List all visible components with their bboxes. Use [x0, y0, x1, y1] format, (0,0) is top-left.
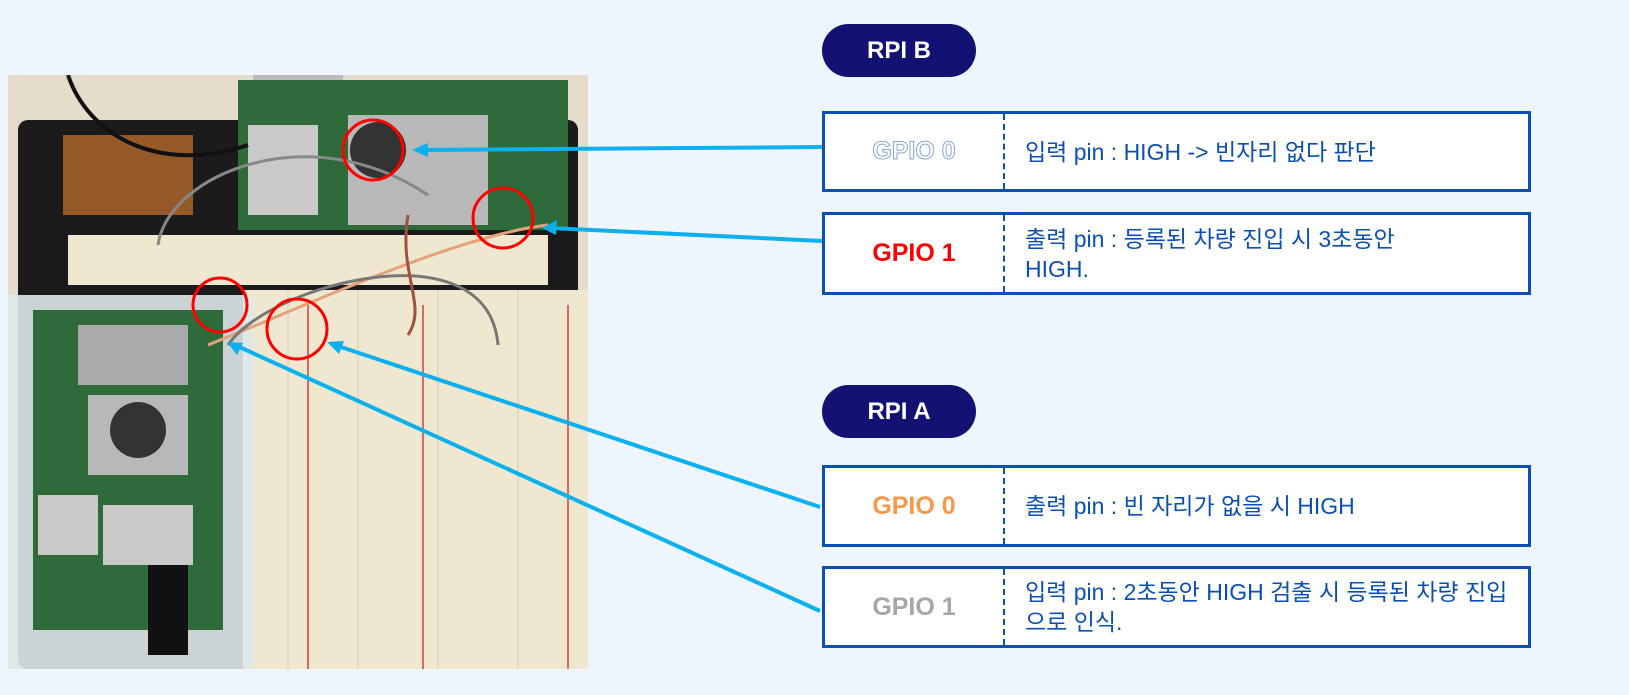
rpi-a-label: RPI A	[822, 385, 976, 438]
rpi-a-gpio0-box: GPIO 0 출력 pin : 빈 자리가 없을 시 HIGH	[822, 465, 1531, 547]
rpi-b-gpio1-box: GPIO 1 출력 pin : 등록된 차량 진입 시 3초동안 HIGH.	[822, 212, 1531, 295]
breadboard-photo	[8, 75, 588, 669]
rpi-b-gpio0-box: GPIO 0 입력 pin : HIGH -> 빈자리 없다 판단	[822, 111, 1531, 192]
gpio-description: 입력 pin : HIGH -> 빈자리 없다 판단	[1025, 138, 1376, 165]
arrow-b-gpio1	[549, 226, 823, 243]
gpio-description: 입력 pin : 2초동안 HIGH 검출 시 등록된 차량 진입으로 인식.	[1025, 579, 1508, 635]
gpio-label: GPIO 0	[825, 468, 1005, 544]
rpi-b-label: RPI B	[822, 24, 976, 77]
gpio-label: GPIO 1	[825, 569, 1005, 645]
rpi-a-gpio1-box: GPIO 1 입력 pin : 2초동안 HIGH 검출 시 등록된 차량 진입…	[822, 566, 1531, 648]
gpio-description: 출력 pin : 빈 자리가 없을 시 HIGH	[1025, 493, 1355, 519]
gpio-label: GPIO 1	[825, 215, 1005, 292]
gpio-description: 출력 pin : 등록된 차량 진입 시 3초동안 HIGH.	[1025, 225, 1395, 282]
gpio-label: GPIO 0	[825, 114, 1005, 189]
